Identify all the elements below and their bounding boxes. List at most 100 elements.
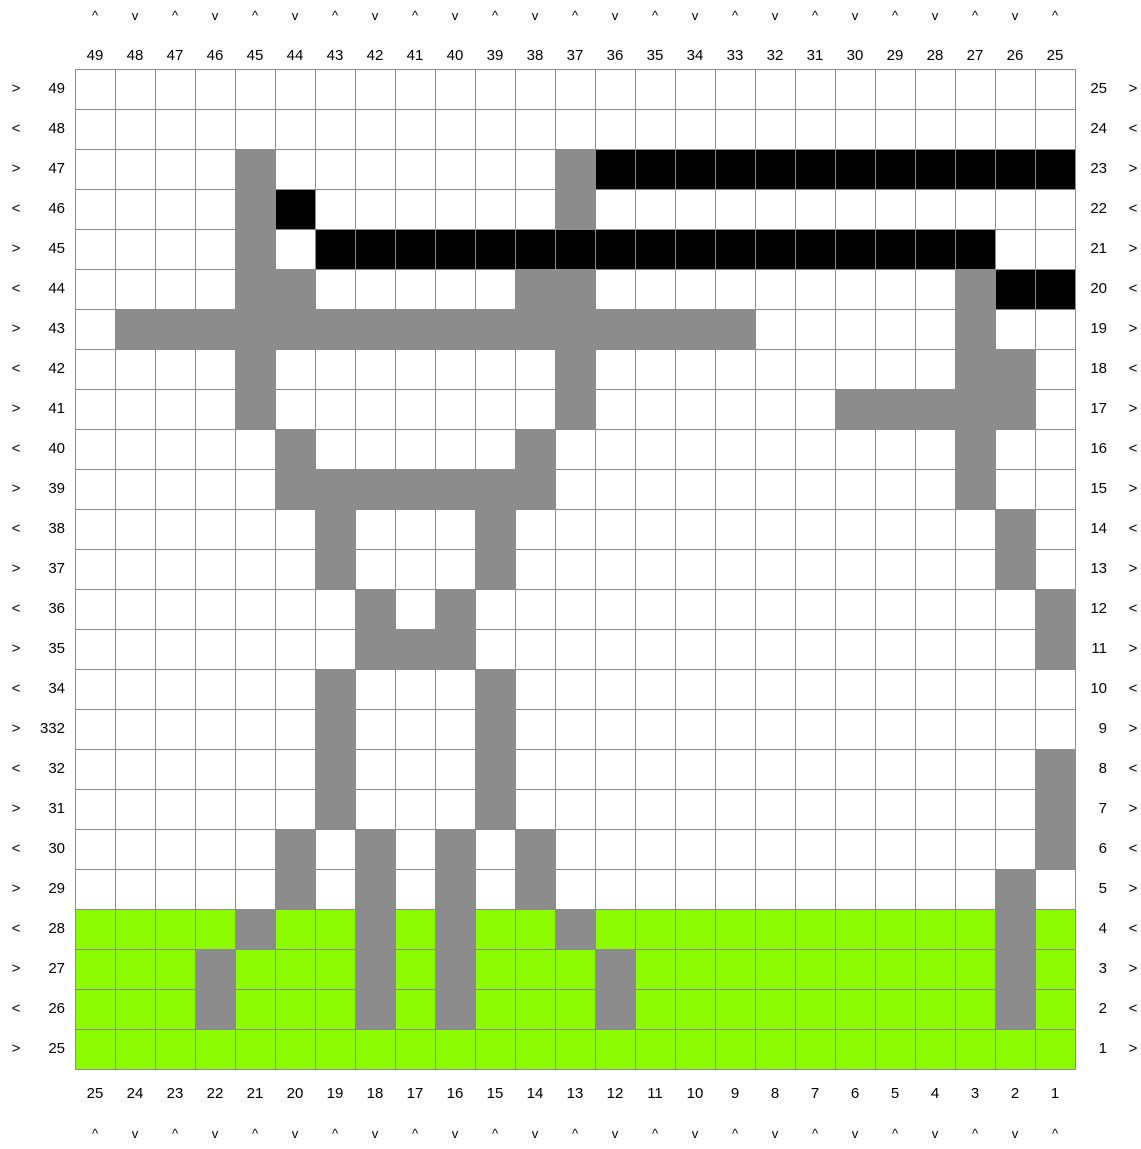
grid-cell [355, 829, 395, 869]
grid-cell [715, 309, 755, 349]
grid-cell [795, 909, 835, 949]
grid-cell [595, 229, 635, 269]
top-arrow: v [595, 7, 635, 25]
top-arrow: ^ [955, 7, 995, 25]
grid-cell [315, 229, 355, 269]
grid-cell [195, 949, 235, 989]
grid-cell [515, 989, 555, 1029]
bottom-arrow: v [515, 1125, 555, 1143]
grid-line [235, 69, 236, 1070]
grid-cell [235, 149, 275, 189]
top-arrow: ^ [315, 7, 355, 25]
grid-cell [75, 989, 115, 1029]
grid-cell [235, 309, 275, 349]
grid-cell [755, 909, 795, 949]
grid-cell [235, 189, 275, 229]
bottom-arrow: ^ [1035, 1125, 1075, 1143]
grid-cell [995, 149, 1035, 189]
grid-cell [915, 149, 955, 189]
right-row-arrow: < [1123, 760, 1141, 778]
grid-cell [915, 989, 955, 1029]
grid-cell [315, 789, 355, 829]
grid-cell [115, 949, 155, 989]
grid-cell [835, 149, 875, 189]
grid-line [75, 429, 1076, 430]
right-row-arrow: < [1123, 360, 1141, 378]
grid-cell [875, 389, 915, 429]
grid-line [995, 69, 996, 1070]
grid-cell [315, 749, 355, 789]
right-row-number: 8 [1067, 760, 1107, 778]
bottom-column-number: 1 [1035, 1085, 1075, 1103]
grid-cell [155, 1029, 195, 1069]
right-row-arrow: < [1123, 840, 1141, 858]
top-column-number: 29 [875, 47, 915, 65]
grid-line [1035, 69, 1036, 1070]
grid-cell [835, 229, 875, 269]
bottom-column-number: 10 [675, 1085, 715, 1103]
right-row-number: 7 [1067, 800, 1107, 818]
top-column-number: 43 [315, 47, 355, 65]
grid-line [155, 69, 156, 1070]
top-column-number: 48 [115, 47, 155, 65]
grid-cell [115, 309, 155, 349]
right-row-arrow: < [1123, 200, 1141, 218]
bottom-column-number: 19 [315, 1085, 355, 1103]
bottom-arrow: v [755, 1125, 795, 1143]
left-row-number: 30 [5, 840, 65, 858]
right-row-arrow: < [1123, 280, 1141, 298]
top-arrow: v [675, 7, 715, 25]
left-row-number: 35 [5, 640, 65, 658]
top-arrow: ^ [555, 7, 595, 25]
grid-line [315, 69, 316, 1070]
grid-line [75, 1069, 1076, 1070]
grid-cell [955, 389, 995, 429]
grid-cell [555, 989, 595, 1029]
grid-cell [555, 269, 595, 309]
grid-cell [435, 869, 475, 909]
grid-cell [515, 829, 555, 869]
bottom-column-number: 25 [75, 1085, 115, 1103]
grid-cell [515, 949, 555, 989]
grid-cell [515, 309, 555, 349]
bottom-column-number: 22 [195, 1085, 235, 1103]
grid-line [75, 949, 1076, 950]
grid-cell [995, 509, 1035, 549]
grid-line [75, 1029, 1076, 1030]
grid-cell [875, 1029, 915, 1069]
grid-cell [235, 1029, 275, 1069]
grid-cell [595, 149, 635, 189]
grid-line [75, 229, 1076, 230]
right-row-arrow: < [1123, 520, 1141, 538]
top-column-number: 46 [195, 47, 235, 65]
grid-cell [275, 949, 315, 989]
grid-cell [315, 949, 355, 989]
left-row-number: 29 [5, 880, 65, 898]
grid-cell [915, 389, 955, 429]
grid-cell [555, 189, 595, 229]
left-row-number: 43 [5, 320, 65, 338]
grid-cell [275, 869, 315, 909]
top-column-number: 41 [395, 47, 435, 65]
grid-cell [475, 549, 515, 589]
grid-cell [995, 389, 1035, 429]
top-column-number: 34 [675, 47, 715, 65]
grid-cell [595, 909, 635, 949]
left-row-number: 37 [5, 560, 65, 578]
grid-cell [195, 909, 235, 949]
bottom-arrow: v [435, 1125, 475, 1143]
right-row-arrow: > [1123, 80, 1141, 98]
grid-cell [115, 909, 155, 949]
right-row-arrow: > [1123, 400, 1141, 418]
grid-line [75, 749, 1076, 750]
grid-cell [635, 949, 675, 989]
grid-cell [515, 429, 555, 469]
top-arrow: ^ [875, 7, 915, 25]
grid-line [75, 829, 1076, 830]
grid-line [395, 69, 396, 1070]
left-row-number: 32 [5, 760, 65, 778]
left-row-number: 332 [5, 720, 65, 738]
grid-cell [795, 1029, 835, 1069]
grid-cell [955, 429, 995, 469]
left-row-number: 36 [5, 600, 65, 618]
